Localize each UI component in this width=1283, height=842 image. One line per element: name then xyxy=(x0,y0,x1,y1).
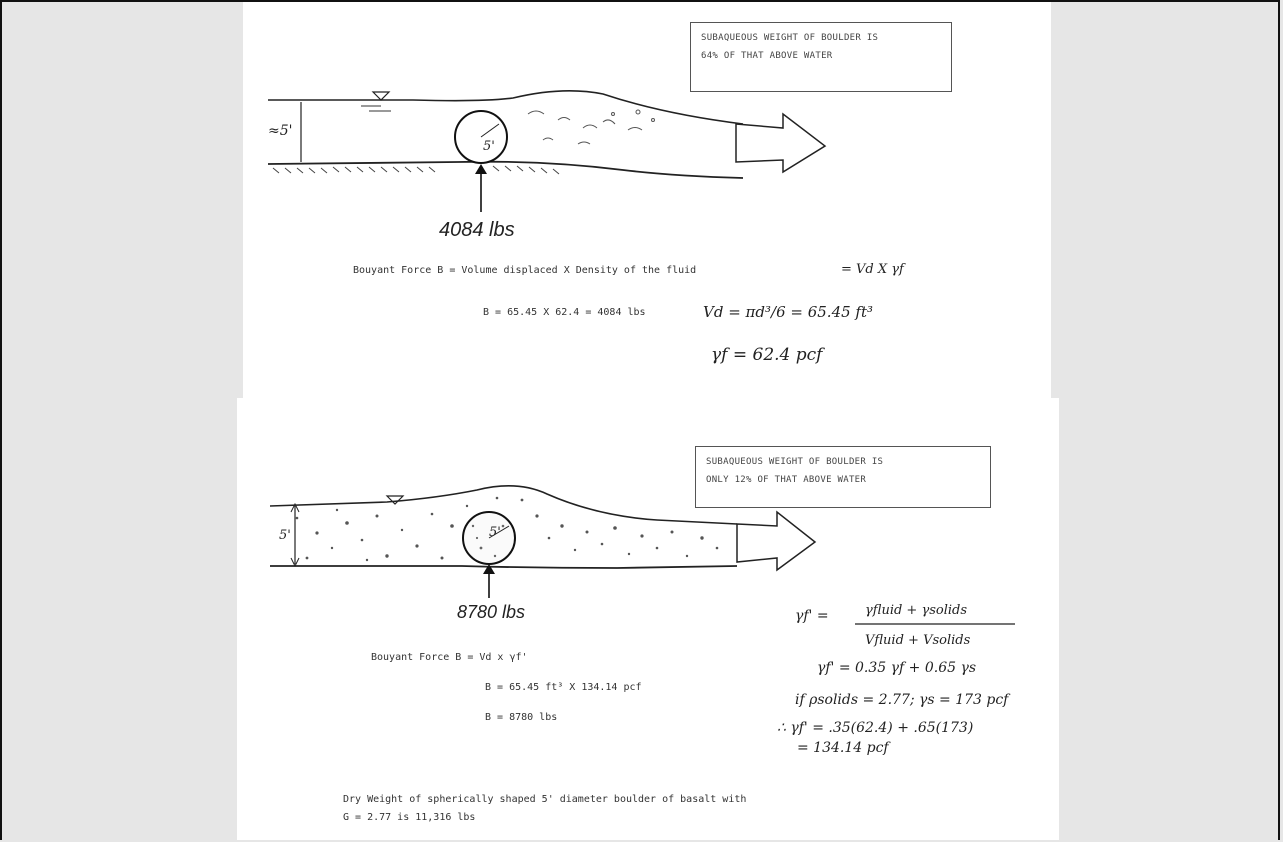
water-surface-line xyxy=(268,90,744,125)
mixture-unit-weight-label: γf' = xyxy=(795,608,829,624)
mixture-result: = 134.14 pcf xyxy=(797,740,891,756)
water-level-icon xyxy=(371,91,391,101)
buoyant-definition: Bouyant Force B = Volume displaced X Den… xyxy=(353,265,696,276)
stream-bed-line xyxy=(270,565,738,569)
boulder-diameter-label: 5' xyxy=(483,139,495,154)
sediment-stipple xyxy=(295,496,719,562)
mixture-denominator: Vfluid + Vsolids xyxy=(865,633,971,648)
solids-density-equation: if ρsolids = 2.77; γs = 173 pcf xyxy=(795,692,1011,708)
buoyant-calculation: B = 65.45 ft³ X 134.14 pcf xyxy=(485,682,642,693)
depth-label: 5' xyxy=(279,528,291,543)
boulder-radius-line xyxy=(480,123,500,138)
force-arrow-head xyxy=(483,564,495,574)
clear-water-diagram: ≈5' 5' 4084 lbs Bouyant Force B = Volume… xyxy=(267,90,906,365)
debris-flow-diagram: 5' 5' 8780 lbs Bouyant Force B = Vd x γf… xyxy=(269,485,1015,823)
buoyant-calculation: B = 65.45 X 62.4 = 4084 lbs xyxy=(483,307,646,318)
bed-hatching xyxy=(272,165,560,175)
boulder-diameter-label: 5' xyxy=(489,525,501,540)
note-box-bottom: SUBAQUEOUS WEIGHT OF BOULDER IS ONLY 12%… xyxy=(695,446,991,508)
flow-direction-arrow xyxy=(736,510,817,572)
mixture-calculation: ∴ γf' = .35(62.4) + .65(173) xyxy=(777,720,973,736)
water-level-ticks xyxy=(361,105,391,112)
note-box-top: SUBAQUEOUS WEIGHT OF BOULDER IS 64% OF T… xyxy=(690,22,952,92)
depth-arrowheads xyxy=(290,502,300,568)
dry-weight-line: G = 2.77 is 11,316 lbs xyxy=(343,812,475,823)
turbulence-marks xyxy=(527,109,655,145)
stream-bed-line xyxy=(267,160,744,179)
buoyant-force-label: 4084 lbs xyxy=(439,219,515,241)
buoyant-force-label: 8780 lbs xyxy=(457,602,525,622)
note-line: ONLY 12% OF THAT ABOVE WATER xyxy=(706,475,867,485)
volume-equation: Vd = πd³/6 = 65.45 ft³ xyxy=(703,303,873,321)
dry-weight-line: Dry Weight of spherically shaped 5' diam… xyxy=(343,794,746,805)
note-line: SUBAQUEOUS WEIGHT OF BOULDER IS xyxy=(701,33,879,43)
boulder-stipple xyxy=(471,524,505,558)
fluid-unit-weight-equation: γf = 62.4 pcf xyxy=(711,345,825,365)
buoyant-symbol: = Vd X γf xyxy=(841,262,906,277)
mixture-numerator: γfluid + γsolids xyxy=(865,603,967,618)
force-arrow-head xyxy=(475,164,487,174)
flow-direction-arrow xyxy=(735,112,827,174)
debris-flow-panel: SUBAQUEOUS WEIGHT OF BOULDER IS ONLY 12%… xyxy=(237,398,1059,840)
mixture-equation: γf' = 0.35 γf + 0.65 γs xyxy=(817,660,976,676)
note-line: SUBAQUEOUS WEIGHT OF BOULDER IS xyxy=(706,457,884,467)
water-level-icon xyxy=(385,495,405,505)
buoyant-definition: Bouyant Force B = Vd x γf' xyxy=(371,652,528,663)
buoyant-result: B = 8780 lbs xyxy=(485,712,557,723)
depth-label: ≈5' xyxy=(268,123,293,139)
note-line: 64% OF THAT ABOVE WATER xyxy=(701,51,833,61)
boulder-radius-line xyxy=(488,525,510,539)
flow-surface-line xyxy=(269,485,738,525)
clear-water-panel: SUBAQUEOUS WEIGHT OF BOULDER IS 64% OF T… xyxy=(243,2,1051,398)
